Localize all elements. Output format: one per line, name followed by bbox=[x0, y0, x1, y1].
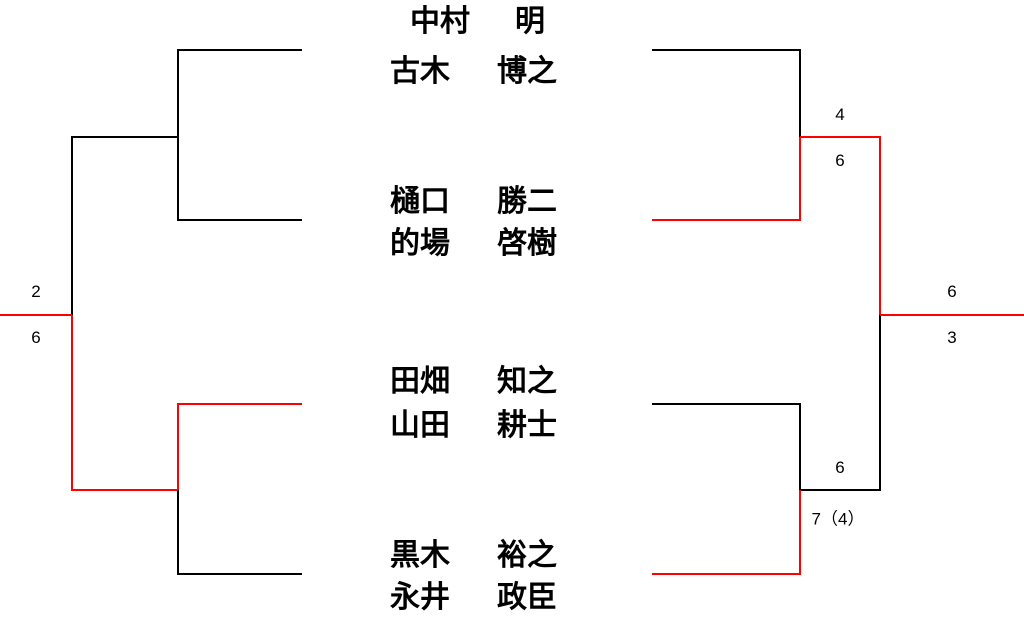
player-given-name: 勝二 bbox=[497, 184, 557, 219]
score-right-semi2-bottom: 7（4） bbox=[811, 509, 865, 529]
score-left-final-top: 2 bbox=[31, 282, 41, 301]
right-semi2-line bbox=[800, 315, 881, 491]
right-line-team4 bbox=[652, 490, 801, 575]
player-given-name: 知之 bbox=[497, 364, 557, 399]
left-semi2-line bbox=[71, 315, 178, 491]
right-line-team2 bbox=[652, 137, 801, 221]
player-given-name: 博之 bbox=[497, 54, 557, 89]
left-line-team4 bbox=[177, 490, 302, 575]
score-right-final-bottom: 3 bbox=[947, 328, 957, 347]
player-surname: 中村 bbox=[410, 4, 470, 39]
score-right-final-top: 6 bbox=[947, 282, 957, 301]
player-surname: 山田 bbox=[390, 408, 450, 443]
left-line-team3 bbox=[177, 403, 302, 490]
left-line-team1 bbox=[177, 49, 302, 137]
player-surname: 的場 bbox=[390, 226, 450, 261]
player-surname: 黒木 bbox=[390, 538, 450, 573]
player-given-name: 啓樹 bbox=[497, 226, 557, 261]
score-right-semi2-top: 6 bbox=[835, 458, 845, 477]
right-line-team1 bbox=[652, 49, 801, 137]
player-given-name: 裕之 bbox=[497, 538, 557, 573]
player-surname: 古木 bbox=[390, 54, 450, 89]
player-given-name: 政臣 bbox=[497, 580, 557, 615]
right-line-team3 bbox=[652, 403, 801, 490]
player-surname: 樋口 bbox=[390, 184, 450, 219]
right-semi1-line bbox=[800, 136, 881, 315]
player-given-name: 耕士 bbox=[497, 408, 557, 443]
score-left-final-bottom: 6 bbox=[31, 328, 41, 347]
player-surname: 田畑 bbox=[390, 364, 450, 399]
player-surname: 永井 bbox=[390, 580, 450, 615]
score-right-semi1-top: 4 bbox=[835, 105, 845, 124]
left-line-team2 bbox=[177, 137, 302, 221]
player-given-name: 明 bbox=[515, 4, 545, 39]
left-semi1-line bbox=[71, 136, 178, 315]
score-right-semi1-bottom: 6 bbox=[835, 151, 845, 170]
